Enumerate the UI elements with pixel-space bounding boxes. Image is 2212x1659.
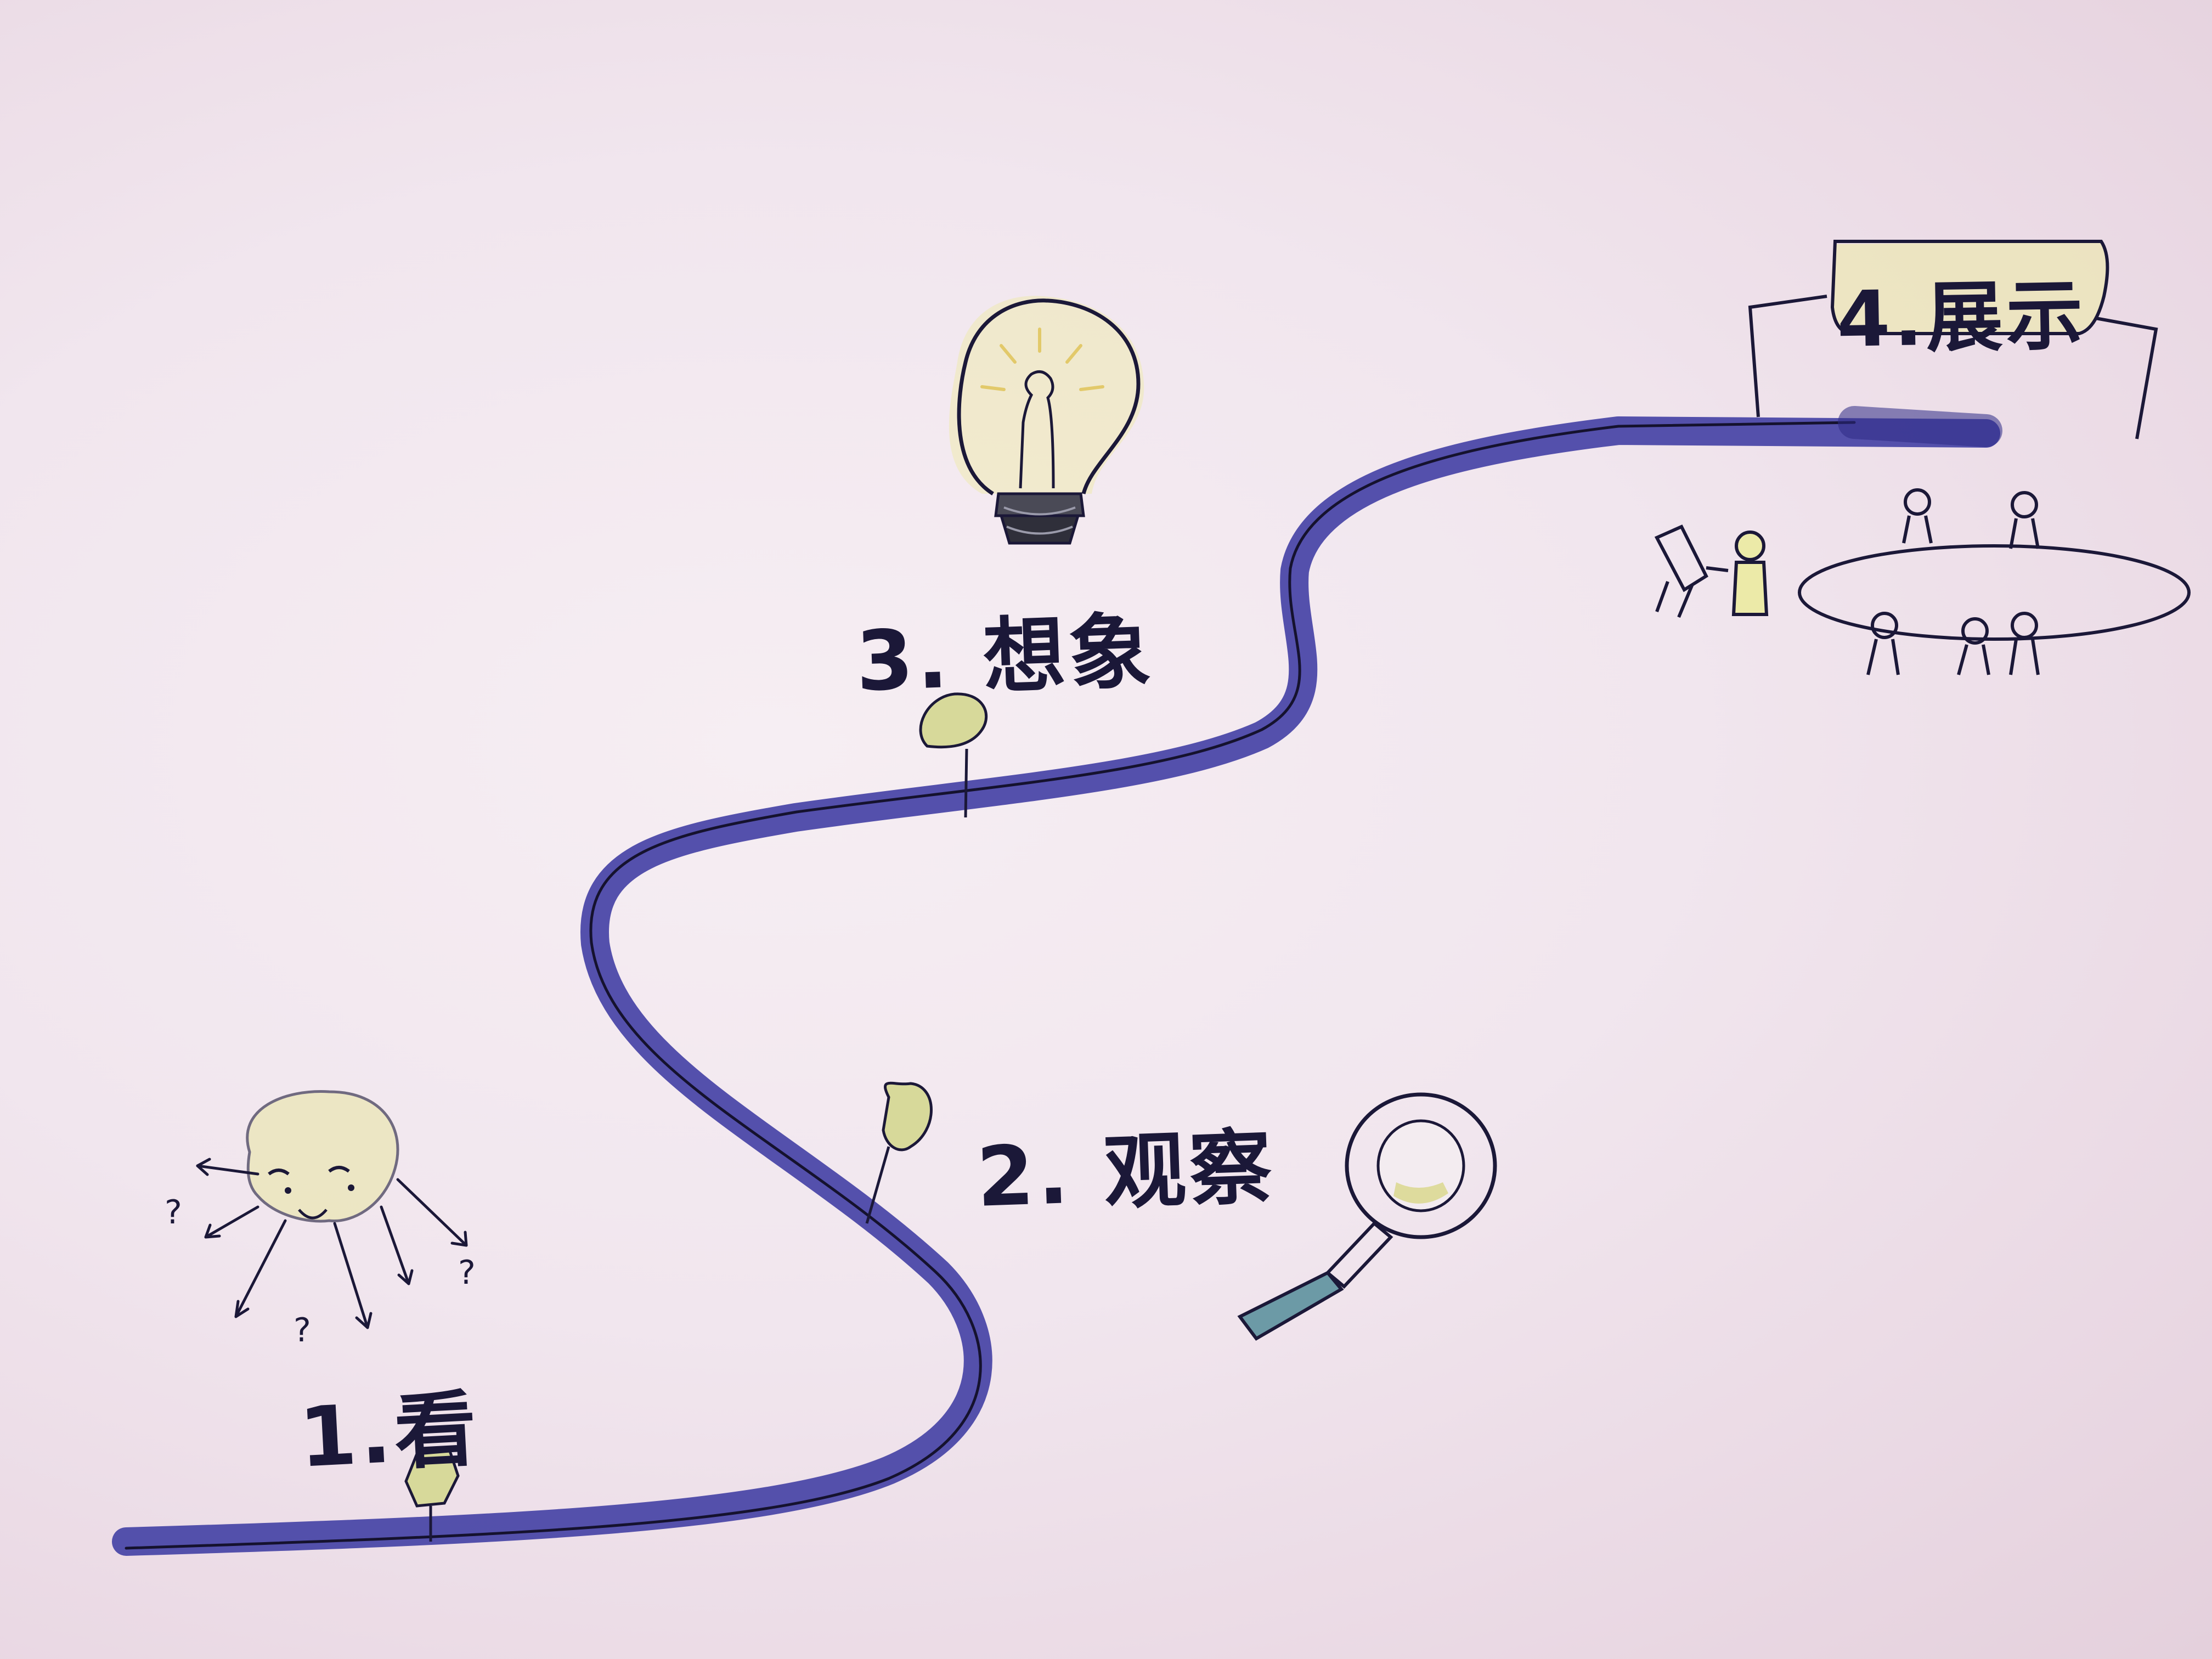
question-mark-right: ?	[458, 1254, 476, 1292]
presenter-figure	[1731, 531, 1769, 616]
question-mark-left: ?	[165, 1193, 182, 1232]
step-1-label: 1.看	[297, 1381, 483, 1486]
easel-icon	[1654, 524, 1729, 618]
road-outline	[125, 421, 1856, 1550]
lightbulb-icon	[949, 296, 1144, 545]
step-3-marker	[919, 692, 988, 818]
road-path	[112, 406, 2002, 1556]
signboard-icon	[1748, 240, 2158, 439]
step-1-marker	[404, 1449, 460, 1542]
magnifying-glass-icon	[1237, 1092, 1497, 1341]
step-2-label: 2. 观察	[975, 1120, 1277, 1226]
meeting-table-icon	[1654, 488, 2191, 675]
thinking-face-icon	[196, 1090, 468, 1329]
step-2-marker	[865, 1081, 933, 1224]
step-3-label: 3. 想象	[854, 604, 1156, 710]
step-4-label: 4.展示	[1836, 271, 2087, 365]
question-mark-bottom: ?	[294, 1311, 311, 1350]
road-stroke	[112, 416, 2000, 1556]
